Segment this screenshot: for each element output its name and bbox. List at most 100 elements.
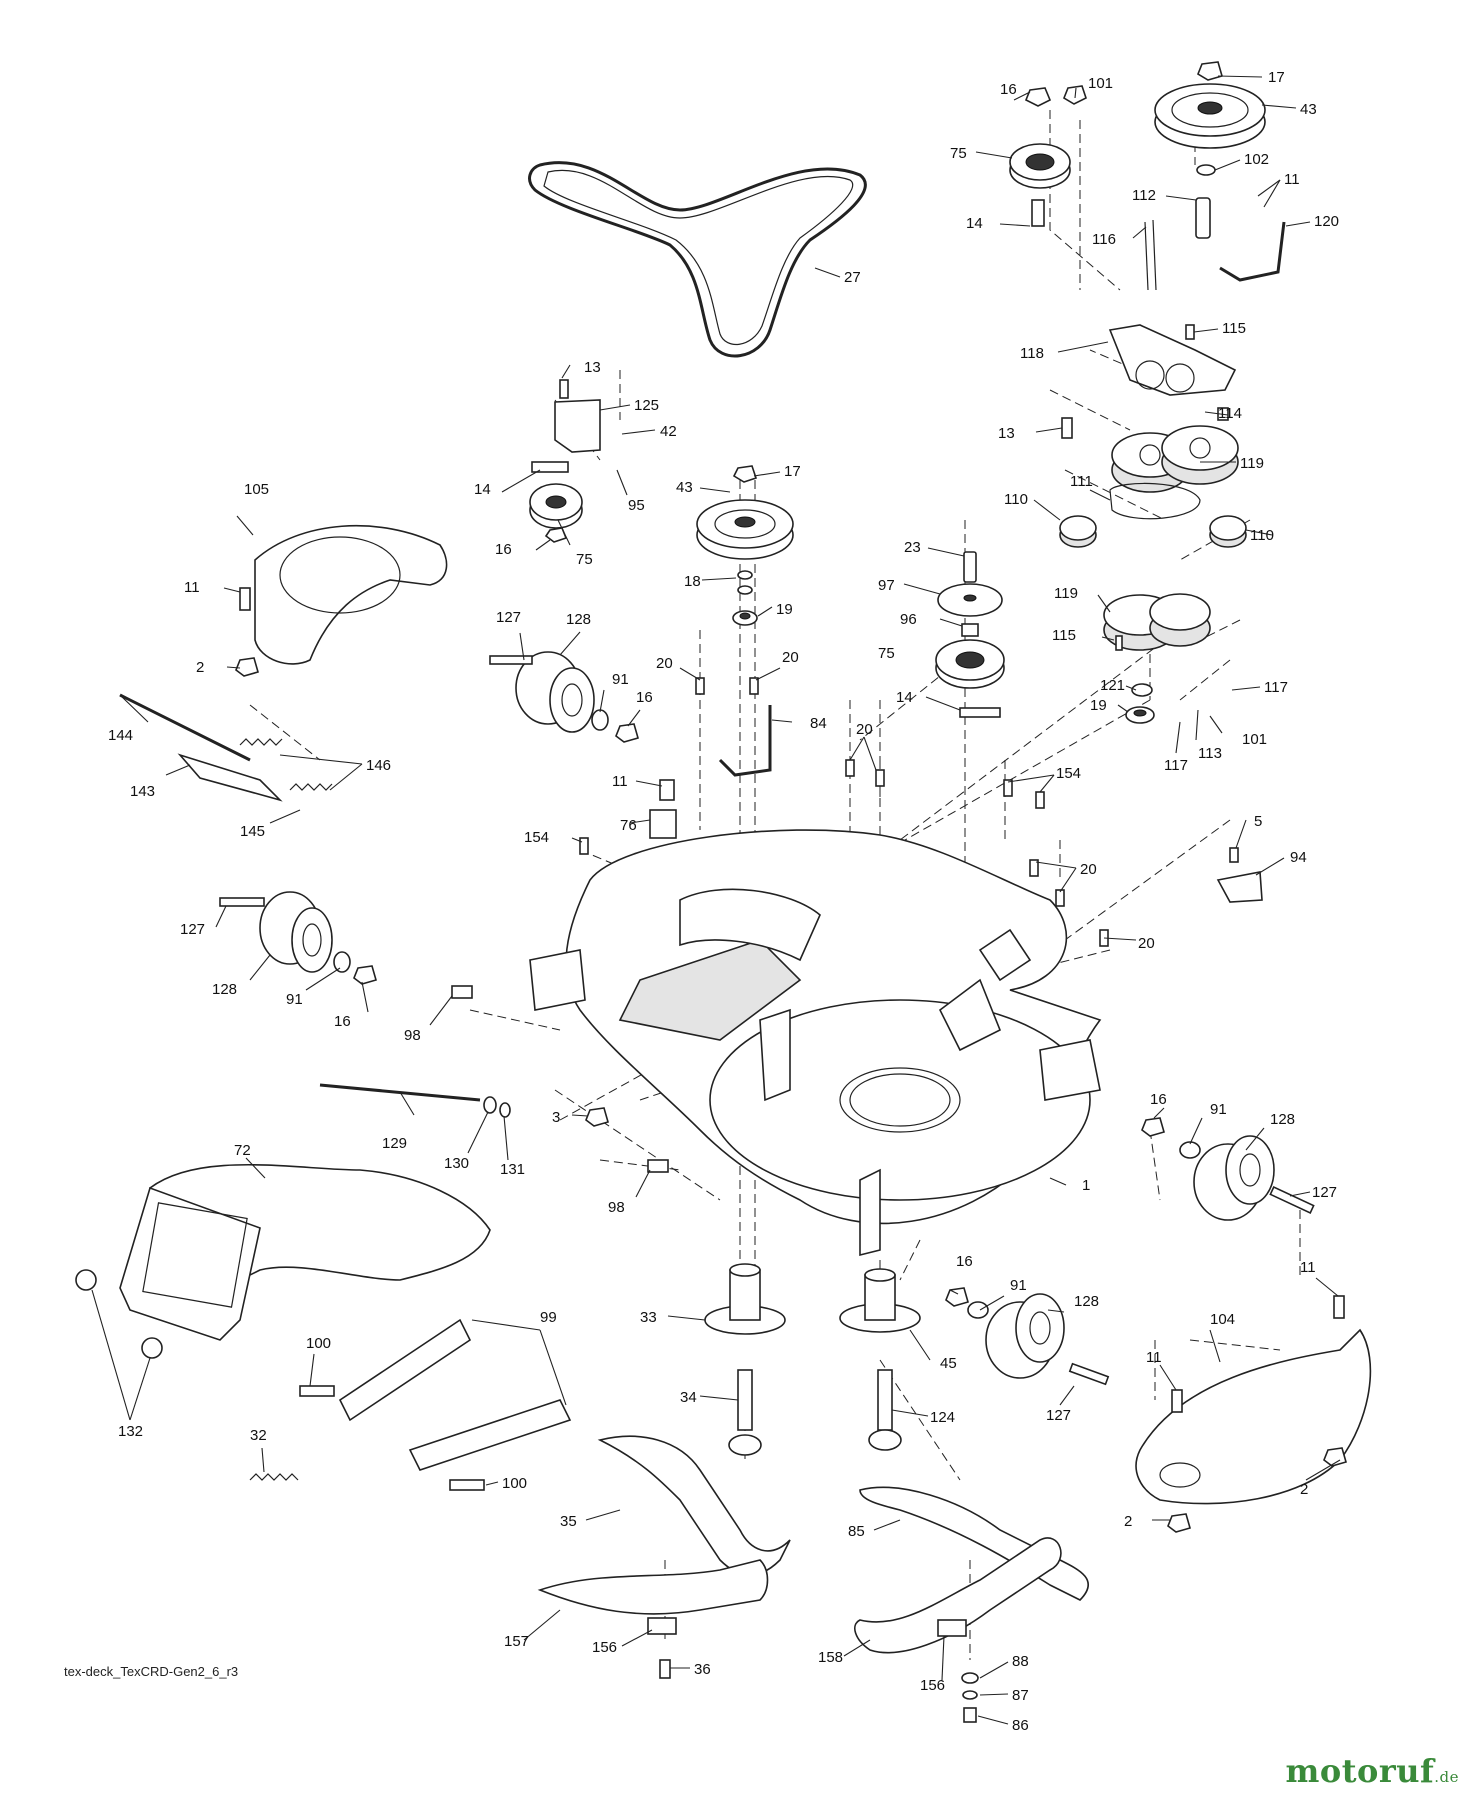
motoruf-logo[interactable]: motoruf.de [1286, 1752, 1459, 1790]
bolt-127-d [1068, 1362, 1110, 1386]
gauge-wheel-128-a [515, 651, 595, 733]
washer-91-d [967, 1301, 989, 1319]
callout-32: 32 [250, 1427, 267, 1444]
callout-96: 96 [900, 611, 917, 628]
bolt-20-c [845, 759, 855, 777]
callout-2: 2 [1300, 1481, 1308, 1498]
adapter-156-b [937, 1619, 967, 1637]
bolt-86 [963, 1707, 977, 1723]
callout-33: 33 [640, 1309, 657, 1326]
bolt-100-a [299, 1385, 335, 1397]
arm-99-a [338, 1318, 472, 1422]
callout-127: 127 [180, 921, 205, 938]
pulley-cover-97 [937, 583, 1003, 617]
callout-20: 20 [1138, 935, 1155, 952]
bracket-14-mid [531, 461, 569, 473]
washer-88 [961, 1672, 979, 1684]
callout-110: 110 [1250, 527, 1274, 544]
callout-11: 11 [1284, 171, 1300, 188]
blade-35 [597, 1435, 791, 1576]
callout-131: 131 [500, 1161, 525, 1178]
callout-75: 75 [576, 551, 593, 568]
callout-labels: 17 43 16 101 75 102 11 112 14 116 120 27… [108, 69, 1339, 1734]
callout-16: 16 [1150, 1091, 1167, 1108]
wingnut-132-b [141, 1337, 163, 1359]
shaft-112 [1195, 197, 1211, 239]
callout-1: 1 [1082, 1177, 1090, 1194]
callout-99: 99 [540, 1309, 557, 1326]
spacer-96 [961, 623, 979, 637]
bolt-20-e [1029, 859, 1039, 877]
pulley-43-center [696, 499, 794, 560]
nut-2-a [235, 657, 259, 677]
callout-91: 91 [286, 991, 303, 1008]
pulley-43-top [1154, 83, 1266, 149]
washer-121 [1131, 683, 1153, 697]
callout-115: 115 [1052, 627, 1076, 644]
callout-128: 128 [1270, 1111, 1295, 1128]
callout-156: 156 [592, 1639, 617, 1656]
nut-16-e [1141, 1117, 1165, 1137]
nut-2-b [1323, 1447, 1347, 1467]
bolt-154-a [1003, 779, 1013, 797]
callout-91: 91 [612, 671, 629, 688]
bolt-11-b [239, 587, 251, 611]
screw-115-a [1185, 324, 1195, 340]
nut-16-top [1024, 87, 1052, 107]
callout-144: 144 [108, 727, 133, 744]
callout-34: 34 [680, 1389, 697, 1406]
bolt-13-a [559, 379, 569, 399]
callout-91: 91 [1210, 1101, 1227, 1118]
callout-100: 100 [306, 1335, 331, 1352]
washer-130 [483, 1096, 497, 1114]
bolt-20-a [695, 677, 705, 695]
callout-117: 117 [1164, 757, 1188, 774]
callout-130: 130 [444, 1155, 469, 1172]
callout-156: 156 [920, 1677, 945, 1694]
callout-14: 14 [474, 481, 491, 498]
callout-3: 3 [552, 1109, 560, 1126]
callout-111: 111 [1070, 473, 1093, 490]
bracket-14-right [959, 707, 1001, 718]
callout-128: 128 [212, 981, 237, 998]
callout-110: 110 [1004, 491, 1028, 508]
callout-105: 105 [244, 481, 269, 498]
callout-2: 2 [196, 659, 204, 676]
arm-99-b [408, 1399, 572, 1471]
callout-11: 11 [1146, 1349, 1162, 1366]
callout-115: 115 [1222, 320, 1246, 337]
clip-131 [499, 1102, 511, 1118]
idler-pulley-75-right [935, 639, 1005, 689]
callout-17: 17 [784, 463, 801, 480]
callout-16: 16 [956, 1253, 973, 1270]
shaft-124 [868, 1369, 902, 1451]
blade-157 [537, 1559, 769, 1615]
washer-91-a [591, 709, 609, 731]
drive-belt-27 [528, 161, 867, 358]
callout-154: 154 [1056, 765, 1081, 782]
washer-91-c [1179, 1141, 1201, 1159]
callout-118: 118 [1020, 345, 1044, 362]
bolt-98-a [451, 985, 473, 999]
callout-86: 86 [1012, 1717, 1029, 1734]
discharge-chute-72 [119, 1163, 491, 1341]
callout-119: 119 [1240, 455, 1264, 472]
callout-20: 20 [656, 655, 673, 672]
belt-cover-104 [1135, 1328, 1372, 1505]
gear-assembly-119-top [1111, 425, 1239, 493]
callout-114: 114 [1218, 405, 1242, 422]
bolt-36 [659, 1659, 671, 1679]
callout-35: 35 [560, 1513, 577, 1530]
idler-pulley-75-top [1009, 143, 1071, 189]
washer-91-b [333, 951, 351, 973]
nut-3 [585, 1107, 609, 1127]
bolt-11-d [1333, 1295, 1345, 1319]
callout-2: 2 [1124, 1513, 1132, 1530]
callout-100: 100 [502, 1475, 527, 1492]
pinion-110-left [1059, 515, 1097, 548]
bolt-154-c [579, 837, 589, 855]
callout-98: 98 [404, 1027, 421, 1044]
callout-16: 16 [636, 689, 653, 706]
callout-84: 84 [810, 715, 827, 732]
